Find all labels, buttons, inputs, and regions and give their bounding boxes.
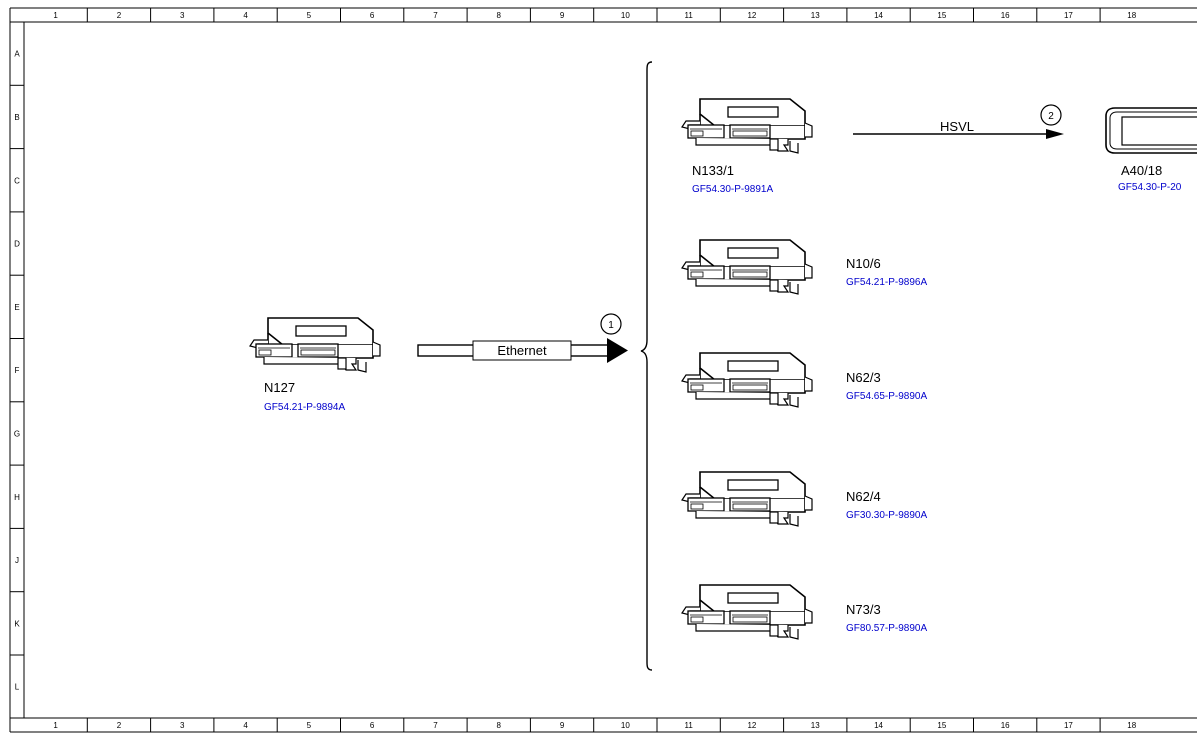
grid-column-label: 2 xyxy=(117,721,122,730)
grid-column-label: 6 xyxy=(370,11,375,20)
grid-row-label: H xyxy=(14,493,20,502)
component-ref-link[interactable]: GF30.30-P-9890A xyxy=(846,510,927,521)
grid-column-label: 17 xyxy=(1064,11,1073,20)
control-unit-n73-3[interactable]: N73/3 GF80.57-P-9890A xyxy=(681,584,927,640)
grid-column-label: 4 xyxy=(243,721,248,730)
control-unit-n62-4[interactable]: N62/4 GF30.30-P-9890A xyxy=(681,471,927,527)
component-ref-link[interactable]: GF54.65-P-9890A xyxy=(846,391,927,402)
ethernet-label-box xyxy=(472,340,572,361)
marker-number: 2 xyxy=(1048,111,1054,122)
hsvl-label: HSVL xyxy=(940,119,974,134)
grid-column-label: 9 xyxy=(560,721,565,730)
grid-column-label: 11 xyxy=(684,11,693,20)
control-unit-n62-3[interactable]: N62/3 GF54.65-P-9890A xyxy=(681,352,927,408)
grid-column-label: 13 xyxy=(811,721,820,730)
component-name: A40/18 xyxy=(1121,163,1162,178)
marker-circle-icon xyxy=(600,313,622,335)
grid-row-label: D xyxy=(14,240,20,249)
grid-column-label: 18 xyxy=(1127,11,1136,20)
grid-column-label: 6 xyxy=(370,721,375,730)
grid-column-label: 11 xyxy=(684,721,693,730)
grid-column-label: 17 xyxy=(1064,721,1073,730)
grid-column-label: 16 xyxy=(1001,11,1010,20)
control-unit-icon xyxy=(681,471,813,527)
grid-column-label: 5 xyxy=(307,11,312,20)
control-unit-n133-1[interactable]: N133/1 GF54.30-P-9891A xyxy=(681,98,813,195)
component-ref-link[interactable]: GF54.30-P-9891A xyxy=(692,184,773,195)
control-unit-n127[interactable]: N127 GF54.21-P-9894A xyxy=(249,317,381,413)
ethernet-label: Ethernet xyxy=(497,343,547,358)
component-name: N10/6 xyxy=(846,256,881,271)
grid-row-label: B xyxy=(14,113,19,122)
arrow-head-icon xyxy=(607,338,628,363)
grid-row-labels: A B C D E F G H J K L xyxy=(10,50,24,692)
control-unit-icon xyxy=(681,239,813,295)
component-ref-link[interactable]: GF54.30-P-20 xyxy=(1118,182,1182,193)
grid-row-label: K xyxy=(14,619,20,628)
grid-column-label: 14 xyxy=(874,721,883,730)
grid-column-label: 12 xyxy=(747,11,756,20)
grid-column-label: 15 xyxy=(937,721,946,730)
component-name: N127 xyxy=(264,380,295,395)
component-name: N73/3 xyxy=(846,602,881,617)
grid-column-label: 15 xyxy=(937,11,946,20)
grid-row-label: J xyxy=(15,556,19,565)
group-brace xyxy=(640,61,653,671)
grid-row-label: C xyxy=(14,176,20,185)
control-unit-icon xyxy=(681,352,813,408)
grid-column-label: 18 xyxy=(1127,721,1136,730)
control-unit-n10-6[interactable]: N10/6 GF54.21-P-9896A xyxy=(681,239,927,295)
marker-number: 1 xyxy=(608,320,614,331)
hsvl-connection: HSVL 2 xyxy=(853,104,1064,139)
component-ref-link[interactable]: GF54.21-P-9896A xyxy=(846,277,927,288)
grid-column-label: 10 xyxy=(621,11,630,20)
grid-column-label: 14 xyxy=(874,11,883,20)
component-name: N62/4 xyxy=(846,489,881,504)
grid-column-label: 1 xyxy=(53,11,58,20)
grid-column-label: 1 xyxy=(53,721,58,730)
ethernet-connection: Ethernet 1 xyxy=(417,313,628,363)
display-unit-a40-18[interactable]: A40/18 GF54.30-P-20 xyxy=(1105,107,1197,193)
grid-column-label: 7 xyxy=(433,11,438,20)
grid-column-label: 8 xyxy=(497,11,502,20)
grid-column-label: 3 xyxy=(180,721,185,730)
marker-circle-icon xyxy=(1040,104,1062,126)
component-ref-link[interactable]: GF80.57-P-9890A xyxy=(846,623,927,634)
component-ref-link[interactable]: GF54.21-P-9894A xyxy=(264,402,345,413)
component-name: N133/1 xyxy=(692,163,734,178)
grid-column-label: 3 xyxy=(180,11,185,20)
grid-column-label: 2 xyxy=(117,11,122,20)
control-unit-icon xyxy=(681,584,813,640)
grid-column-label: 9 xyxy=(560,11,565,20)
control-unit-icon xyxy=(249,317,381,373)
grid-column-label: 12 xyxy=(747,721,756,730)
grid-column-label: 16 xyxy=(1001,721,1010,730)
component-name: N62/3 xyxy=(846,370,881,385)
grid-row-label: F xyxy=(15,366,20,375)
grid-column-label: 5 xyxy=(307,721,312,730)
grid-column-label: 4 xyxy=(243,11,248,20)
grid-column-label: 13 xyxy=(811,11,820,20)
arrow-head-icon xyxy=(1046,129,1064,139)
grid-column-label: 10 xyxy=(621,721,630,730)
control-unit-icon xyxy=(681,98,813,154)
grid-row-label: A xyxy=(14,50,20,59)
grid-row-label: G xyxy=(14,429,20,438)
grid-row-label: L xyxy=(15,683,20,692)
grid-row-label: E xyxy=(14,303,19,312)
grid-column-label: 7 xyxy=(433,721,438,730)
display-unit-icon xyxy=(1105,107,1197,154)
grid-column-label: 8 xyxy=(497,721,502,730)
